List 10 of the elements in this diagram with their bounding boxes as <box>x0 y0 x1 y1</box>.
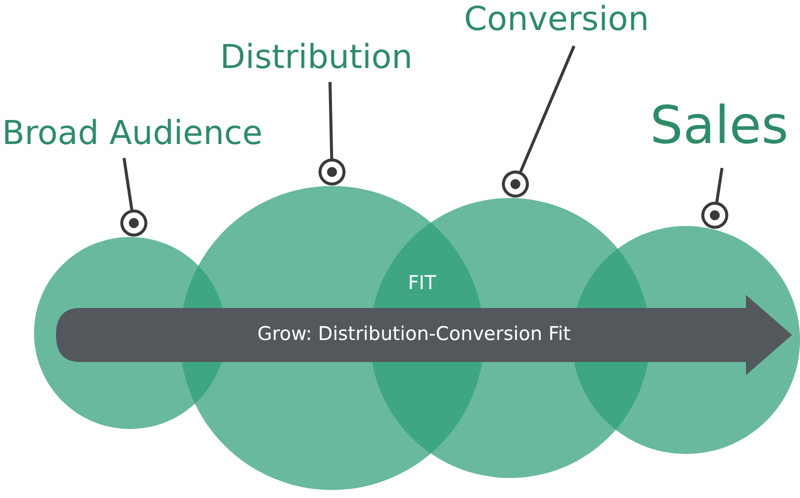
overlap-label: FIT <box>408 274 436 293</box>
leader-line <box>701 168 728 229</box>
leader-line <box>120 158 148 237</box>
stage-label: Sales <box>650 100 788 152</box>
stage-label: Broad Audience <box>2 116 263 149</box>
leader-line <box>318 82 346 186</box>
stage-label: Distribution <box>220 40 413 73</box>
leader-line <box>502 45 576 198</box>
arrow-text: Grow: Distribution-Conversion Fit <box>256 325 572 344</box>
stage-label: Conversion <box>464 2 650 35</box>
